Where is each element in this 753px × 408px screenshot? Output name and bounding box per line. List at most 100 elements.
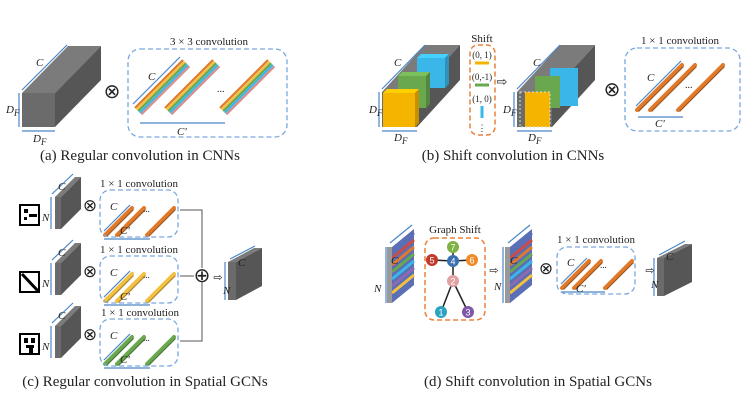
feature-slab-d2-front	[505, 247, 510, 303]
kernel-c3-2	[115, 335, 146, 366]
dimension-c-c3	[51, 302, 74, 324]
label-c-prime-c2: C'	[120, 291, 130, 303]
label-c-c2: C	[58, 247, 66, 259]
label-n-c1: N	[41, 212, 50, 224]
kernel-c1-3-shadow	[148, 209, 176, 237]
label-df-bottom-sub-a: F	[40, 137, 47, 147]
label-kc-d: C	[567, 257, 575, 269]
channel-yellow-b2	[525, 92, 550, 127]
label-d-b2: D	[393, 132, 402, 144]
label-kernel-c-b: C	[647, 72, 655, 84]
dots-a: ...	[217, 84, 225, 95]
kernel-b2-shadow	[651, 66, 697, 112]
label-c-b1: C	[394, 57, 402, 69]
label-n-d2: N	[493, 281, 502, 293]
kernel-c2-2-shadow	[118, 275, 146, 303]
dots-c1: ...	[143, 204, 150, 214]
graph-node-label-2: 2	[450, 277, 455, 287]
kernel-a3-stripe	[225, 65, 276, 116]
label-d-sub-b4: F	[535, 136, 542, 146]
kernel-title-c1: 1 × 1 convolution	[100, 178, 179, 190]
sum-operator: ⊕	[194, 265, 211, 287]
label-c-d2: C	[510, 255, 518, 267]
dimension-c-c1	[51, 173, 74, 195]
dimension-c-d2	[507, 224, 531, 244]
kernel-c2-1-shadow	[106, 275, 134, 303]
shift-outline-b2	[519, 91, 551, 128]
output-slab-c-side	[236, 248, 262, 300]
kernel-c3-1	[103, 335, 134, 366]
kernel-a1-stripe	[139, 64, 189, 114]
label-c-prime-c1: C'	[120, 225, 130, 237]
label-d-sub-b2: F	[401, 136, 408, 146]
output-slab-d-top	[657, 244, 692, 258]
label-kc-c2: C	[110, 267, 118, 279]
output-slab-c-top	[228, 248, 262, 262]
label-d-b4: D	[527, 132, 536, 144]
feature-slab-d2-band	[509, 273, 533, 295]
kernel-b3-shadow	[679, 66, 725, 112]
kernel-c1-3	[145, 206, 176, 237]
kernel-a3-stripe	[222, 62, 272, 112]
feature-slab-d1-front	[387, 247, 392, 303]
feature-slab-d2-band	[509, 259, 533, 281]
kernel-d3	[603, 259, 634, 290]
label-c-prime-d: C'	[576, 283, 586, 295]
label-c-out: C	[238, 257, 246, 269]
kernel-a3-stripe	[220, 60, 271, 111]
label-df-left-sub-a: F	[13, 108, 20, 118]
label-c-a: C	[36, 57, 44, 69]
feature-slab-c2-front	[55, 263, 61, 295]
matrix-cell	[24, 217, 27, 220]
kernel-c1-2-shadow	[118, 209, 146, 237]
kernel-box-c3	[99, 318, 179, 367]
shift-1-0: (1, 0)	[472, 94, 492, 104]
dimension-c-a	[21, 44, 68, 91]
kernel-box-c1	[99, 189, 179, 238]
kernel-a2-stripe	[169, 64, 219, 114]
kernel-a3-stripe	[219, 59, 269, 109]
feature-map-a-side	[55, 46, 101, 127]
label-n-out: N	[222, 285, 231, 297]
kernel-a1-stripe	[135, 60, 186, 111]
caption-a: (a) Regular convolution in CNNs	[40, 148, 240, 164]
dimension-kc-c1	[103, 204, 131, 232]
label-df-left-a: D	[5, 104, 14, 116]
feature-slab-c1-top	[55, 177, 81, 197]
kernel-d2	[572, 259, 603, 290]
feature-map-a-top	[22, 46, 101, 93]
kernel-a3-stripe	[224, 64, 274, 114]
feature-slab-c2-top	[55, 243, 81, 263]
dimension-kc-c3	[103, 333, 131, 361]
kernel-c1-2	[115, 206, 146, 237]
feature-slab-d2-band	[509, 266, 533, 288]
feature-slab-d1-band	[391, 245, 415, 267]
kernel-b3	[676, 63, 725, 112]
channel-green-b1-top	[398, 72, 430, 76]
graph-node-label-1: 1	[438, 308, 443, 318]
shift-0-1: (0, 1)	[472, 50, 492, 60]
channel-yellow-b1-top	[383, 89, 419, 93]
arrow-b: ⇨	[497, 74, 508, 89]
label-df-bottom-a: D	[32, 133, 41, 145]
kernel-d3-shadow	[606, 262, 634, 290]
label-c-b2: C	[533, 57, 541, 69]
label-c-prime-c3: C'	[120, 354, 130, 366]
graph-node-label-3: 3	[465, 308, 470, 318]
panel-b: Shift (0, 1) (0,-1) (1, 0) ⋮ ⇨ ⊗ 1 × 1 c…	[368, 33, 741, 164]
output-slab-d-side	[664, 244, 692, 296]
kernel-a2-stripe	[167, 62, 217, 112]
graph-node-1	[435, 306, 447, 318]
dimension-c-b2	[516, 44, 561, 90]
convolution-operator-a: ⊗	[104, 81, 121, 103]
channel-blue-b1-top	[417, 54, 449, 58]
kernel-c2-2	[115, 272, 146, 303]
matrix-diagonal	[20, 272, 40, 293]
convolution-operator-b: ⊗	[604, 79, 621, 101]
graph-node-7	[447, 241, 459, 253]
kernel-a1-stripe	[134, 59, 184, 109]
kernel-box-d	[556, 246, 636, 295]
kernel-c2-3	[145, 272, 176, 303]
arrow-c: ⇨	[213, 272, 222, 284]
